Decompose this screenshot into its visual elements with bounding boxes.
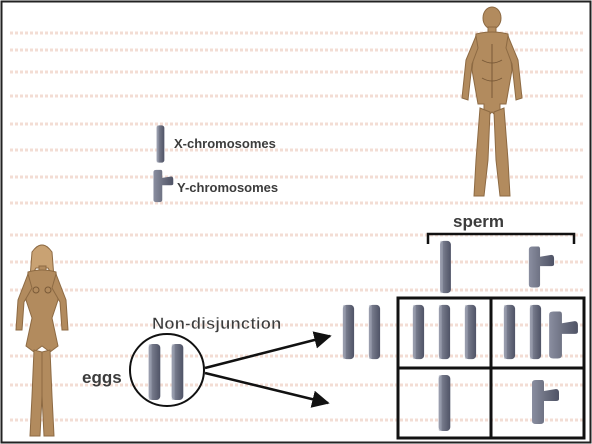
legend: X-chromosomes Y-chromosomes <box>153 125 278 203</box>
x-chromosome-icon <box>156 125 165 163</box>
arrow-icon <box>204 331 332 370</box>
punnett-grid <box>396 296 586 440</box>
egg-circle <box>129 333 205 407</box>
background-stripes <box>10 31 585 422</box>
non-disjunction-label: Non-disjunction <box>152 314 281 333</box>
male-figure-icon <box>461 6 523 197</box>
legend-y-label: Y-chromosomes <box>177 180 278 195</box>
grid-cell-xxx <box>412 304 477 360</box>
egg-xx-chromosome-2 <box>368 304 381 360</box>
sperm-label: sperm <box>453 212 504 231</box>
egg-x-chromosome-2 <box>171 343 184 401</box>
egg-x-chromosome-1 <box>148 343 161 401</box>
sperm-bracket <box>426 232 576 244</box>
grid-cell-x <box>438 374 451 432</box>
egg-xx-chromosome-1 <box>342 304 355 360</box>
arrow-icon <box>204 371 330 408</box>
legend-x-label: X-chromosomes <box>174 136 276 151</box>
female-figure-icon <box>15 244 69 437</box>
eggs-label: eggs <box>82 368 122 387</box>
sperm-x-chromosome <box>440 240 451 294</box>
